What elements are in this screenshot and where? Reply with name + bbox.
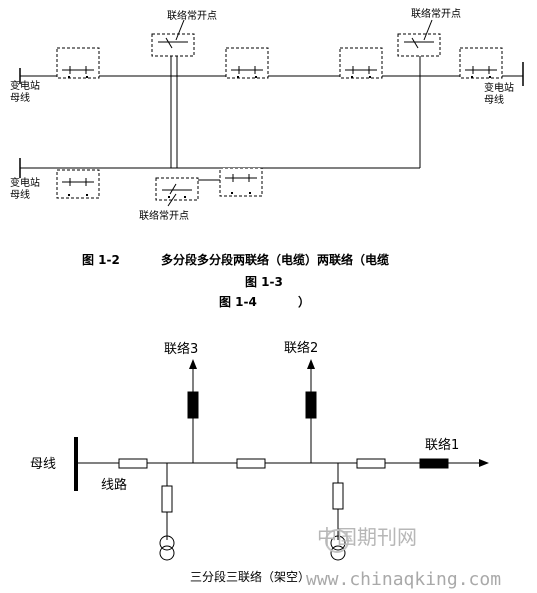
watermark-url: www.chinaqking.com xyxy=(306,569,502,590)
tie-2-label: 联络2 xyxy=(284,341,319,356)
switch-cabinet xyxy=(339,47,383,79)
figure-label-1-2: 图 1-2 xyxy=(82,253,120,267)
tie-2-switch xyxy=(305,391,317,419)
tie-3-label: 联络3 xyxy=(164,342,199,357)
line-switch-3 xyxy=(356,458,386,469)
switch-cabinet xyxy=(459,47,503,79)
bottom-caption: 三分段三联络（架空） xyxy=(190,570,311,584)
switch-cabinet xyxy=(219,167,263,197)
switch-cabinet xyxy=(56,169,100,199)
tie-open-point-label: 联络常开点 xyxy=(411,9,461,20)
line-label: 线路 xyxy=(101,478,128,493)
line-switch-2 xyxy=(236,458,266,469)
substation-bus-label: 变电站 母线 xyxy=(10,81,40,104)
watermark-brand: 中国期刊网 xyxy=(317,525,417,549)
switch-cabinet xyxy=(56,47,100,79)
tie-1-arrow xyxy=(479,459,489,467)
substation-bus-label: 变电站 母线 xyxy=(484,83,514,106)
transformer-switch-2 xyxy=(332,482,344,510)
caption-paren-close: ） xyxy=(298,295,311,309)
line-switch-1 xyxy=(118,458,148,469)
tie-switch-cabinet xyxy=(397,33,441,57)
tie-1-switch xyxy=(419,458,449,469)
tie-3-arrow xyxy=(189,359,197,369)
tie-open-point-label: 联络常开点 xyxy=(167,11,217,22)
watermark-logo-icon xyxy=(325,529,349,553)
tie-switch-cabinet xyxy=(155,177,199,201)
caption-text-row1: 多分段多分段两联络（电缆）两联络（电缆 xyxy=(161,253,390,267)
bus-label: 母线 xyxy=(30,457,57,472)
transformer-2-icon xyxy=(330,535,346,551)
tie-switch-cabinet xyxy=(151,33,195,57)
tie-3-switch xyxy=(187,391,199,419)
figure-label-1-4: 图 1-4 xyxy=(219,295,257,309)
figure-label-1-3: 图 1-3 xyxy=(245,275,283,289)
switch-cabinet xyxy=(225,47,269,79)
tie-1-label: 联络1 xyxy=(425,438,460,453)
transformer-switch-1 xyxy=(161,485,173,513)
transformer-1-icon xyxy=(159,535,175,551)
tie-2-arrow xyxy=(307,359,315,369)
tie-open-point-label: 联络常开点 xyxy=(139,211,189,222)
substation-bus-label: 变电站 母线 xyxy=(10,178,40,201)
